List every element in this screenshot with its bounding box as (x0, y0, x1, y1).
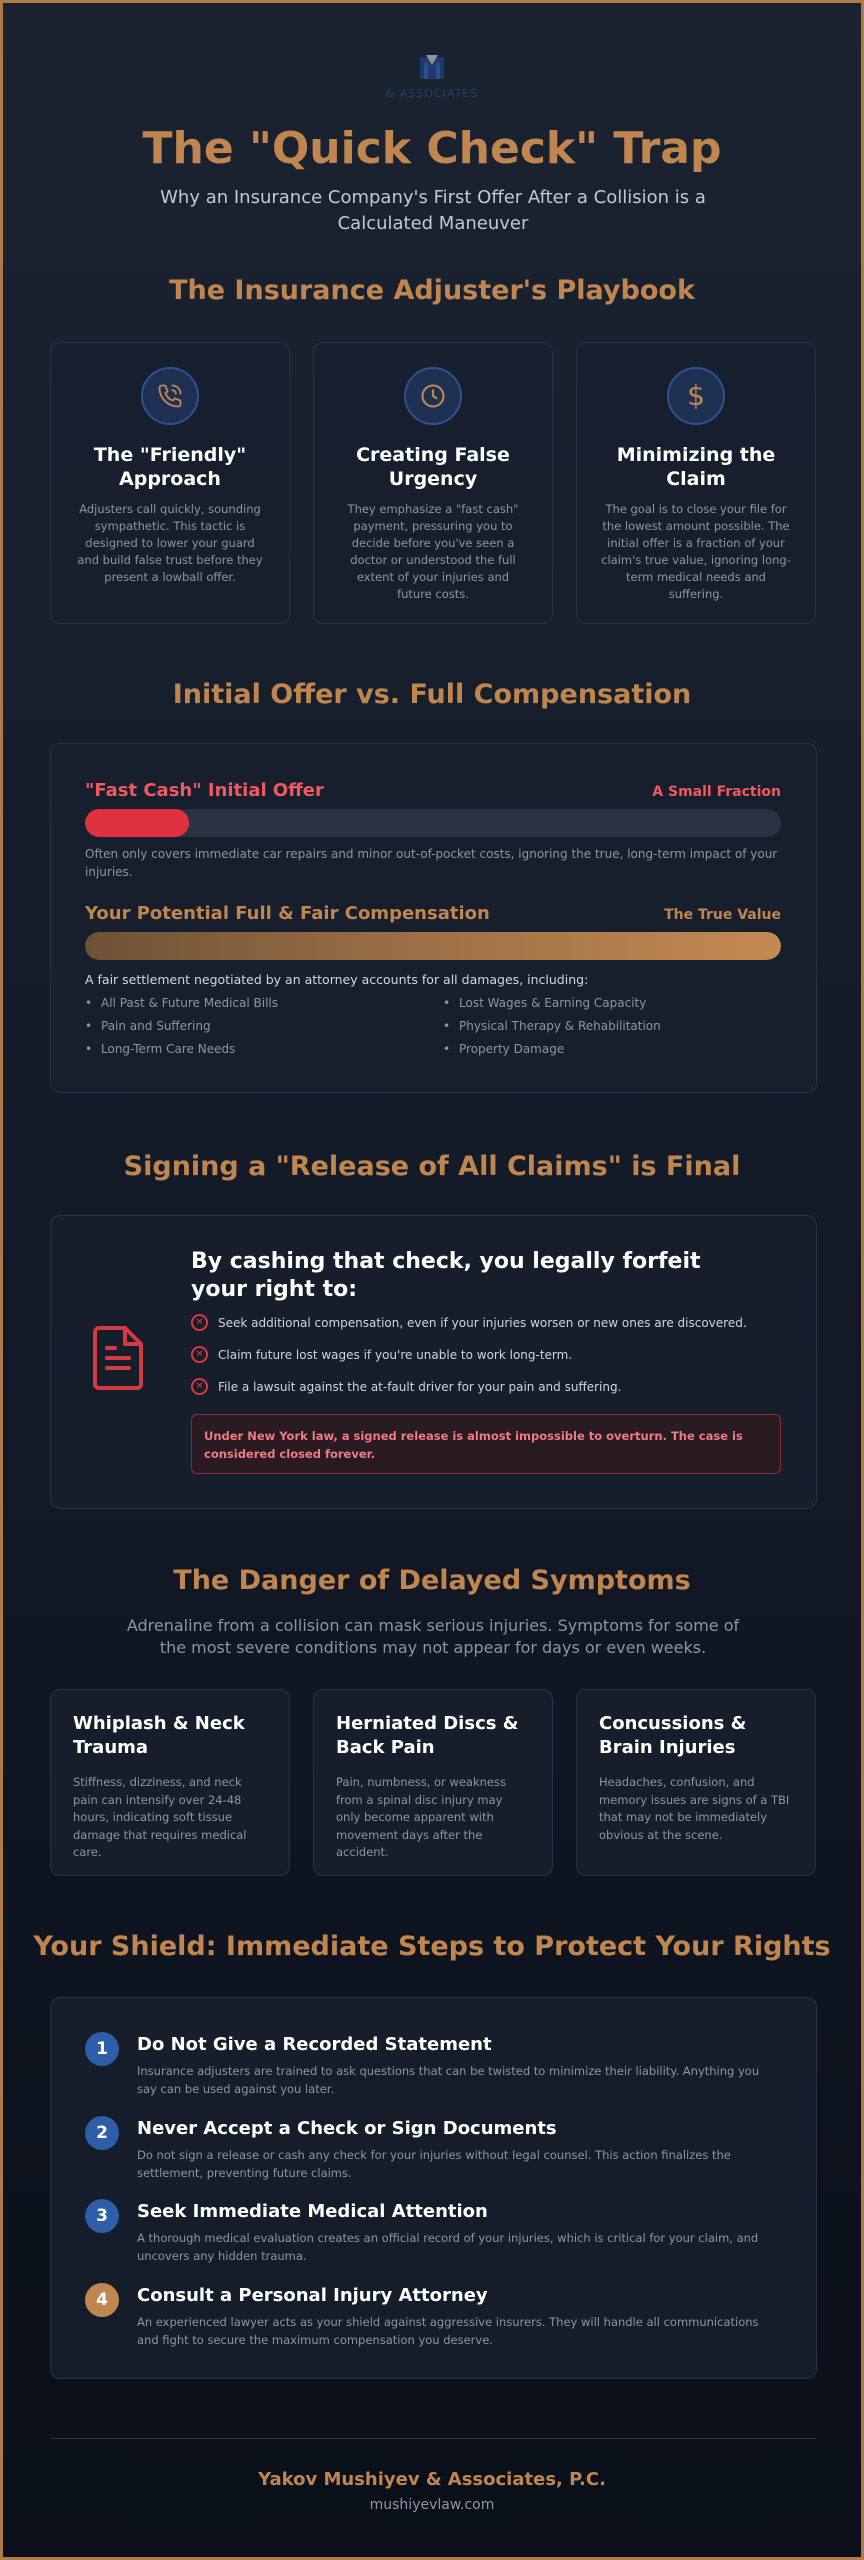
damage-item: Physical Therapy & Rehabilitation (443, 1015, 661, 1038)
initial-offer-label: "Fast Cash" Initial Offer (85, 780, 324, 801)
symptom-card-text: Headaches, confusion, and memory issues … (599, 1775, 790, 1842)
x-circle-icon: ✕ (191, 1314, 208, 1331)
page-title: The "Quick Check" Trap (142, 123, 722, 174)
ny-law-warning: Under New York law, a signed release is … (191, 1414, 781, 1474)
x-circle-icon: ✕ (191, 1346, 208, 1363)
full-compensation-bar-fill (85, 932, 781, 960)
symptom-card-title: Concussions & Brain Injuries (599, 1713, 747, 1758)
forfeit-item-text: Seek additional compensation, even if yo… (218, 1315, 747, 1330)
forfeit-item: ✕ Seek additional compensation, even if … (191, 1314, 751, 1331)
initial-offer-note: Often only covers immediate car repairs … (85, 847, 778, 879)
playbook-heading: The Insurance Adjuster's Playbook (169, 275, 695, 306)
step-text: Do not sign a release or cash any check … (137, 2148, 731, 2180)
step-title: Never Accept a Check or Sign Documents (137, 2118, 557, 2139)
footer-divider (51, 2438, 816, 2439)
release-heading: Signing a "Release of All Claims" is Fin… (123, 1151, 741, 1182)
page-subtitle: Why an Insurance Company's First Offer A… (160, 187, 706, 234)
release-card: By cashing that check, you legally forfe… (50, 1215, 817, 1509)
step-text: A thorough medical evaluation creates an… (137, 2231, 759, 2263)
x-circle-icon: ✕ (191, 1378, 208, 1395)
damages-list-right: Lost Wages & Earning Capacity Physical T… (443, 992, 661, 1061)
full-compensation-tag: The True Value (664, 907, 781, 923)
initial-offer-row: "Fast Cash" Initial Offer A Small Fracti… (85, 780, 781, 801)
symptom-card: Concussions & Brain Injuries Headaches, … (576, 1689, 816, 1876)
full-compensation-row: Your Potential Full & Fair Compensation … (85, 903, 781, 924)
release-lead: By cashing that check, you legally forfe… (191, 1249, 701, 1302)
symptom-card: Herniated Discs & Back Pain Pain, numbne… (313, 1689, 553, 1876)
step-number: 3 (85, 2199, 119, 2233)
symptoms-intro: Adrenaline from a collision can mask ser… (126, 1616, 740, 1657)
forfeit-item-text: Claim future lost wages if you're unable… (218, 1347, 573, 1362)
symptom-card-title: Herniated Discs & Back Pain (336, 1713, 519, 1758)
logo-mark-icon (420, 55, 444, 79)
damage-item: Long-Term Care Needs (85, 1038, 278, 1061)
playbook-card: Creating False Urgency They emphasize a … (313, 342, 553, 624)
playbook-card-title: The "Friendly" Approach (93, 444, 247, 490)
damage-item: Lost Wages & Earning Capacity (443, 992, 661, 1015)
dollar-icon: $ (667, 367, 725, 425)
step-text: Insurance adjusters are trained to ask q… (137, 2064, 760, 2096)
forfeit-item: ✕ Claim future lost wages if you're unab… (191, 1346, 751, 1363)
step-number: 1 (85, 2032, 119, 2066)
playbook-card-text: Adjusters call quickly, sounding sympath… (77, 502, 263, 584)
initial-offer-tag: A Small Fraction (652, 784, 781, 800)
damage-item: All Past & Future Medical Bills (85, 992, 278, 1015)
playbook-card-title: Creating False Urgency (356, 444, 510, 490)
forfeit-item-text: File a lawsuit against the at-fault driv… (218, 1379, 622, 1394)
full-compensation-note: A fair settlement negotiated by an attor… (85, 972, 589, 987)
forfeit-item: ✕ File a lawsuit against the at-fault dr… (191, 1378, 751, 1395)
step-title: Consult a Personal Injury Attorney (137, 2285, 488, 2306)
firm-name: Yakov Mushiyev & Associates, P.C. (258, 2469, 606, 2490)
steps-card: 1 Do Not Give a Recorded Statement Insur… (50, 1997, 817, 2379)
comparison-card: "Fast Cash" Initial Offer A Small Fracti… (50, 743, 817, 1093)
symptom-card-title: Whiplash & Neck Trauma (73, 1713, 245, 1758)
full-compensation-bar (85, 932, 781, 960)
step-text: An experienced lawyer acts as your shiel… (137, 2315, 759, 2347)
step-number: 2 (85, 2116, 119, 2150)
playbook-card-text: The goal is to close your file for the l… (601, 502, 791, 601)
step-title: Seek Immediate Medical Attention (137, 2201, 488, 2222)
playbook-card: $ Minimizing the Claim The goal is to cl… (576, 342, 816, 624)
document-icon (91, 1324, 147, 1396)
phone-icon (141, 367, 199, 425)
comparison-heading: Initial Offer vs. Full Compensation (172, 679, 692, 710)
firm-website-link[interactable]: mushiyevlaw.com (369, 2497, 495, 2513)
symptom-card-text: Pain, numbness, or weakness from a spina… (336, 1775, 506, 1859)
logo-subtext: & ASSOCIATES (385, 87, 479, 100)
playbook-card: The "Friendly" Approach Adjusters call q… (50, 342, 290, 624)
damages-list-left: All Past & Future Medical Bills Pain and… (85, 992, 278, 1061)
symptom-card: Whiplash & Neck Trauma Stiffness, dizzin… (50, 1689, 290, 1876)
initial-offer-bar-fill (85, 809, 190, 837)
symptoms-heading: The Danger of Delayed Symptoms (173, 1565, 691, 1596)
full-compensation-label: Your Potential Full & Fair Compensation (85, 903, 490, 924)
playbook-card-title: Minimizing the Claim (616, 444, 776, 490)
damage-item: Pain and Suffering (85, 1015, 278, 1038)
firm-logo: & ASSOCIATES (3, 49, 861, 100)
step-title: Do Not Give a Recorded Statement (137, 2034, 492, 2055)
damage-item: Property Damage (443, 1038, 661, 1061)
clock-icon (404, 367, 462, 425)
playbook-card-text: They emphasize a "fast cash" payment, pr… (347, 502, 519, 601)
symptom-card-text: Stiffness, dizziness, and neck pain can … (73, 1775, 247, 1859)
steps-heading: Your Shield: Immediate Steps to Protect … (33, 1931, 831, 1962)
step-number: 4 (85, 2283, 119, 2317)
initial-offer-bar (85, 809, 781, 837)
